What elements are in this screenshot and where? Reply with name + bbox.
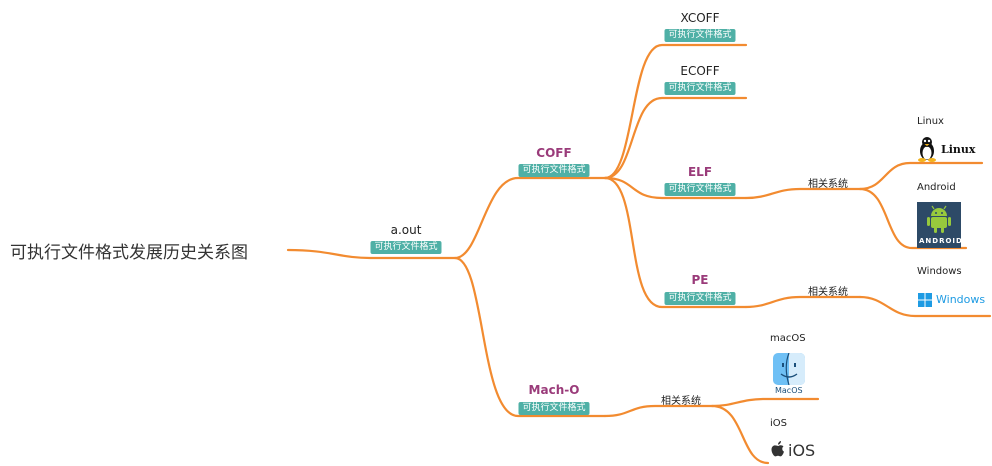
node-macho-label: Mach-O: [528, 383, 580, 397]
ios-logo-text: iOS: [788, 441, 816, 460]
system-windows-title: Windows: [917, 266, 962, 277]
system-macos-title: macOS: [770, 333, 806, 344]
node-pe-label: PE: [691, 273, 709, 287]
windows-logo-icon: [918, 293, 932, 307]
node-aout-tag: 可执行文件格式: [370, 241, 442, 254]
edge-perel-windows: [858, 295, 992, 318]
apple-icon: [771, 441, 784, 457]
edge-elfrel-linux: [858, 161, 984, 191]
system-linux-title: Linux: [917, 116, 944, 127]
finder-icon: [773, 353, 805, 385]
system-ios-title: iOS: [770, 418, 787, 429]
linux-logo-text: Linux: [941, 143, 976, 156]
edge-macho-rel: [603, 404, 714, 418]
node-pe-tag: 可执行文件格式: [664, 292, 736, 305]
node-ecoff-label: ECOFF: [680, 64, 720, 78]
system-android-title: Android: [917, 182, 956, 193]
node-pe-relation: 相关系统: [808, 287, 848, 298]
node-xcoff-tag: 可执行文件格式: [664, 29, 736, 42]
node-coff-tag: 可执行文件格式: [518, 164, 590, 177]
node-coff-label: COFF: [536, 146, 572, 160]
edge-coff-elf: [603, 176, 748, 200]
node-elf-relation: 相关系统: [808, 179, 848, 190]
tux-penguin-icon: [918, 137, 936, 162]
edge-coff-ecoff: [603, 96, 748, 180]
node-macho-tag: 可执行文件格式: [518, 402, 590, 415]
android-logo-text: ANDROID: [919, 237, 963, 245]
edge-coff-xcoff: [603, 43, 748, 180]
edge-root-aout: [286, 248, 457, 260]
edge-aout-macho: [453, 256, 607, 418]
android-robot-icon: [927, 205, 951, 233]
edge-elfrel-android: [858, 187, 968, 250]
edge-pe-rel: [744, 295, 862, 309]
edge-elf-rel: [744, 187, 862, 200]
node-elf-tag: 可执行文件格式: [664, 183, 736, 196]
node-xcoff-label: XCOFF: [680, 11, 720, 25]
node-ecoff-tag: 可执行文件格式: [664, 82, 736, 95]
edge-coff-pe: [603, 176, 748, 309]
edge-machorel-macos: [710, 397, 820, 408]
node-aout-label: a.out: [390, 223, 422, 237]
node-macho-relation: 相关系统: [661, 396, 701, 407]
macos-logo-text: MacOS: [775, 386, 803, 395]
edge-aout-coff: [453, 176, 607, 260]
windows-logo-text: Windows: [936, 293, 986, 306]
edge-machorel-ios: [710, 404, 770, 465]
root-title: 可执行文件格式发展历史关系图: [10, 243, 248, 263]
node-elf-label: ELF: [687, 165, 713, 179]
android-logo-box: ANDROID: [917, 202, 963, 248]
